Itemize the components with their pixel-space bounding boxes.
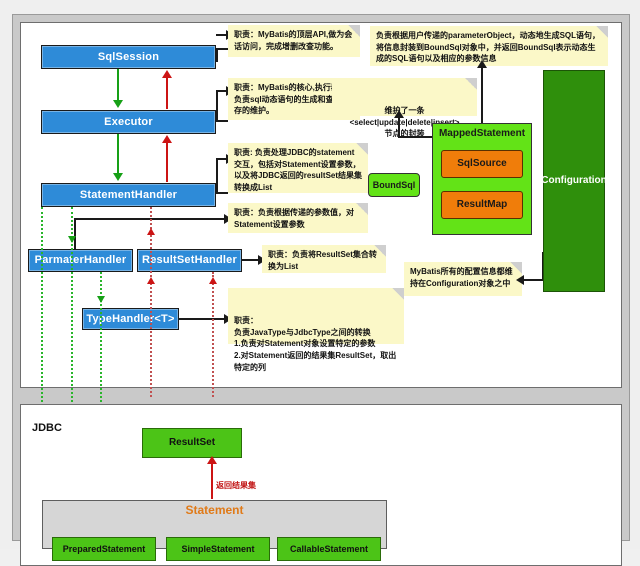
jdbc-section-label: JDBC	[32, 422, 62, 434]
return-resultset-label: 返回结果集	[216, 481, 256, 490]
dotted-arrowhead-green-parameterhandler	[68, 236, 76, 243]
dotted-flow-green-1	[41, 207, 43, 462]
bracket-sqlsession-h2	[216, 34, 228, 36]
connector-mappedstatement-note-v	[398, 116, 400, 136]
node-resultmap[interactable]: ResultMap	[441, 191, 523, 219]
return-arrow-statement-to-resultset	[211, 463, 213, 499]
statement-group-title: Statement	[185, 503, 244, 517]
note-resultsethandler: 职责：负责将ResultSet集合转换为List	[262, 245, 386, 273]
connector-arrowhead-sqlsource-note	[477, 60, 487, 68]
note-fold-icon	[356, 143, 368, 155]
node-callablestatement[interactable]: CallableStatement	[277, 537, 381, 561]
return-arrow-executor-to-sqlsession	[166, 77, 168, 109]
flow-arrow-executor-to-statementhandler	[117, 134, 119, 175]
note-sqlsource: 负责根据用户传递的parameterObject，动态地生成SQL语句，将信息封…	[370, 26, 608, 66]
return-arrowhead-resultset	[207, 456, 217, 464]
dotted-arrowhead-green-typehandler	[97, 296, 105, 303]
return-arrowhead-executor	[162, 135, 172, 143]
return-arrowhead-sqlsession	[162, 70, 172, 78]
note-fold-icon	[596, 26, 608, 38]
connector-arrowhead-configuration-note	[516, 275, 524, 285]
flow-arrowhead-executor	[113, 100, 123, 108]
note-fold-icon	[510, 262, 522, 274]
note-parameterhandler: 职责：负责根据传递的参数值，对Statement设置参数	[228, 203, 368, 233]
dotted-return-red-2	[212, 272, 214, 397]
node-configuration[interactable]: Configuration	[541, 70, 607, 292]
bracket-statementhandler-h1	[216, 192, 228, 194]
node-simplestatement[interactable]: SimpleStatement	[166, 537, 270, 561]
bracket-statementhandler-v	[216, 158, 218, 194]
diagram-canvas: SqlSession Executor StatementHandler Par…	[12, 14, 630, 566]
node-typehandler[interactable]: TypeHandler<T>	[82, 308, 179, 330]
flow-arrowhead-statementhandler	[113, 173, 123, 181]
note-typehandler: 职责： 负责JavaType与JdbcType之间的转换 1.负责对Statem…	[228, 288, 404, 372]
note-fold-icon	[356, 203, 368, 215]
bracket-statementhandler-h2	[216, 158, 228, 160]
bracket-executor-h2	[216, 90, 228, 92]
note-mappedstatement: 维护了一条 <select|update|delete|insert> 节点的封…	[332, 78, 477, 138]
note-fold-icon	[465, 78, 477, 90]
connector-resultsethandler-to-note	[242, 259, 260, 261]
node-sqlsource[interactable]: SqlSource	[441, 150, 523, 178]
note-fold-icon	[374, 245, 386, 257]
connector-parameterhandler-up	[74, 218, 76, 250]
node-sqlsession[interactable]: SqlSession	[41, 45, 216, 69]
node-statementhandler[interactable]: StatementHandler	[41, 183, 216, 207]
dotted-return-red-1	[150, 207, 152, 397]
note-sqlsession: 职责：MyBatis的顶层API,做为会话访问，完成增删改查功能。	[228, 25, 360, 57]
node-preparedstatement[interactable]: PreparedStatement	[52, 537, 156, 561]
connector-sqlsource-note-line	[481, 66, 483, 146]
dotted-flow-green-3	[100, 272, 102, 462]
connector-arrowhead-mappedstatement-note	[394, 110, 404, 118]
bracket-executor-v	[216, 90, 218, 122]
connector-typehandler-to-note	[179, 318, 226, 320]
node-resultsethandler[interactable]: ResultSetHandler	[137, 249, 242, 272]
dotted-flow-green-2	[71, 207, 73, 462]
dotted-arrowhead-red-resultsethandler	[147, 228, 155, 235]
connector-configuration-note-h	[522, 279, 544, 281]
bracket-executor-h1	[216, 120, 228, 122]
node-resultset[interactable]: ResultSet	[142, 428, 242, 458]
return-arrow-statementhandler-to-executor	[166, 142, 168, 182]
note-configuration: MyBatis所有的配置信息都维持在Configuration对象之中	[404, 262, 522, 296]
flow-arrow-sqlsession-to-executor	[117, 69, 119, 102]
bracket-sqlsession-h1	[216, 48, 228, 50]
dotted-arrowhead-red-resultset-2	[209, 277, 217, 284]
bracket-sqlsession-v	[216, 48, 218, 62]
note-statementhandler: 职责: 负责处理JDBC的statement交互，包括对Statement设置参…	[228, 143, 368, 193]
dotted-arrowhead-red-typehandler	[147, 277, 155, 284]
node-parameterhandler[interactable]: ParmaterHandler	[28, 249, 133, 272]
note-fold-icon	[392, 288, 404, 300]
node-executor[interactable]: Executor	[41, 110, 216, 134]
connector-mappedstatement-note-h	[398, 136, 432, 138]
note-fold-icon	[348, 25, 360, 37]
node-boundsql[interactable]: BoundSql	[368, 173, 420, 197]
